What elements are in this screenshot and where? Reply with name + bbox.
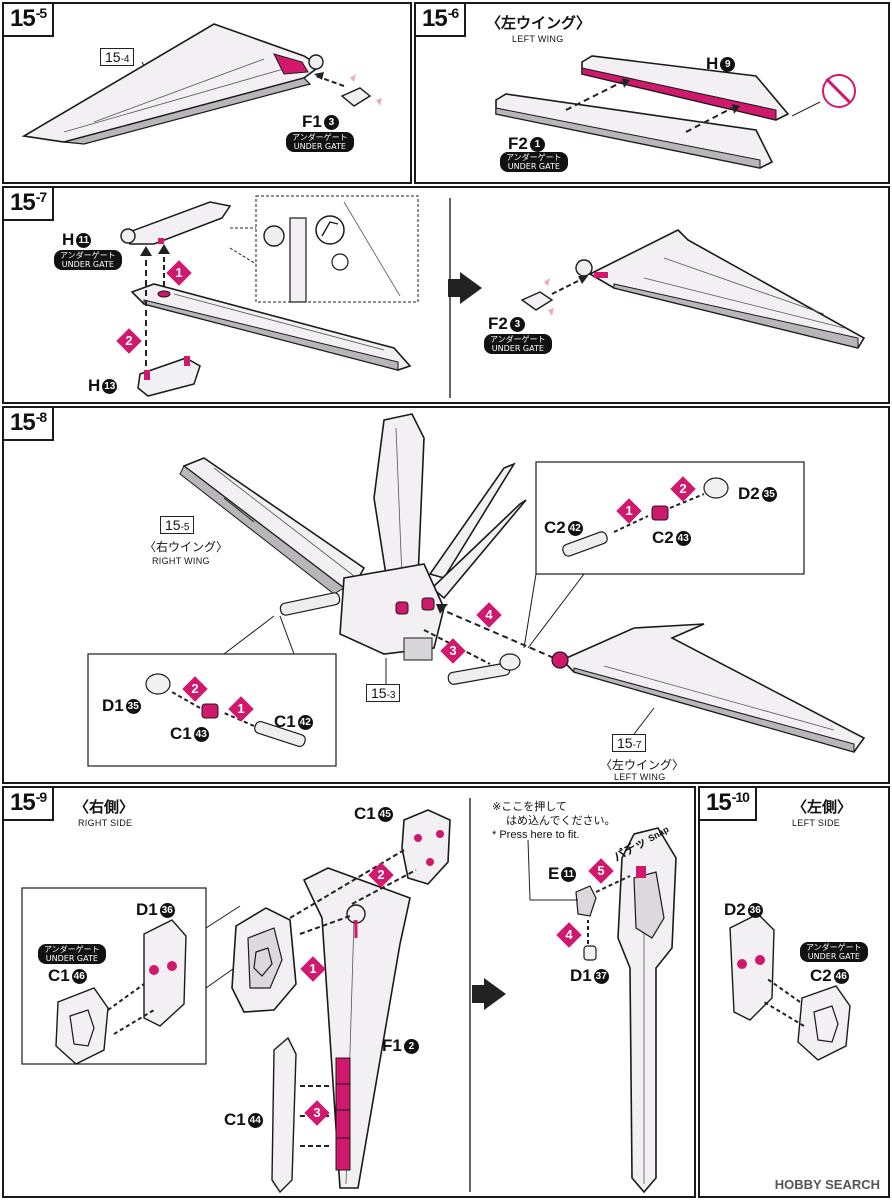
order-marker: 5 xyxy=(588,858,614,884)
order-marker: 3 xyxy=(304,1100,330,1126)
order-marker: 2 xyxy=(182,676,208,702)
order-marker: 4 xyxy=(476,602,502,628)
next-step-arrow xyxy=(472,978,506,1010)
reference-label-en: LEFT WING xyxy=(614,772,666,782)
step-number: 15-6 xyxy=(416,4,467,37)
side-armor-illustration xyxy=(21,798,677,1194)
order-marker: 4 xyxy=(556,922,582,948)
reference-tag: 15-3 xyxy=(366,684,401,702)
wing-part-illustration xyxy=(21,23,382,145)
order-marker: 1 xyxy=(616,498,642,524)
left-wing-illustration xyxy=(495,55,821,169)
step-title-en: LEFT WING xyxy=(512,34,564,44)
step-number: 15-8 xyxy=(4,408,55,441)
reference-label-en: RIGHT WING xyxy=(152,556,210,566)
press-note: ※ここを押して はめ込んでください。 * Press here to fit. xyxy=(492,800,616,841)
reference-label-jp: 〈右ウイング〉 xyxy=(144,540,229,554)
backpack-assembly-illustration xyxy=(87,413,866,767)
step-15-9-panel: 15-9 〈右側〉 RIGHT SIDE xyxy=(2,786,696,1198)
step-title-jp: 〈右側〉 xyxy=(74,798,135,816)
step-15-8-panel: 15-8 xyxy=(2,406,890,784)
next-step-arrow xyxy=(448,272,482,304)
order-marker: 1 xyxy=(300,956,326,982)
step-title-en: RIGHT SIDE xyxy=(78,818,133,828)
order-marker: 2 xyxy=(670,476,696,502)
step-title-en: LEFT SIDE xyxy=(792,818,841,828)
step-number: 15-5 xyxy=(4,4,55,37)
step-title-jp: 〈左側〉 xyxy=(792,798,853,816)
step-number: 15-7 xyxy=(4,188,55,221)
wing-assembly-illustration xyxy=(120,195,866,398)
reference-label-jp: 〈左ウイング〉 xyxy=(600,758,685,772)
order-marker: 1 xyxy=(166,260,192,286)
reference-tag: 15-5 xyxy=(160,516,195,534)
order-marker: 2 xyxy=(368,862,394,888)
step-number: 15-9 xyxy=(4,788,55,821)
step-number: 15-10 xyxy=(700,788,757,821)
step-title-jp: 〈左ウイング〉 xyxy=(486,14,592,32)
left-side-armor-illustration xyxy=(729,913,851,1061)
step-15-7-panel: 15-7 xyxy=(2,186,890,404)
reference-tag: 15-7 xyxy=(612,734,647,752)
watermark: HOBBY SEARCH xyxy=(774,1177,880,1192)
order-marker: 3 xyxy=(440,638,466,664)
reference-tag: 15-4 xyxy=(100,48,135,66)
order-marker: 2 xyxy=(116,328,142,354)
order-marker: 1 xyxy=(228,696,254,722)
no-cut-icon xyxy=(822,74,856,108)
